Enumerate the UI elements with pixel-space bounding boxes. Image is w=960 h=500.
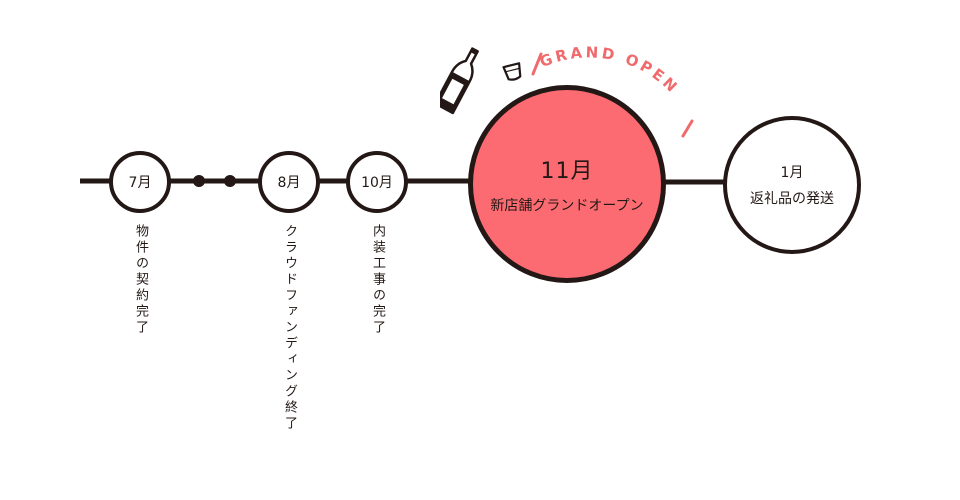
- milestone-november-label: 11月: [540, 159, 594, 184]
- grand-open-text: GRAND OPEN: [537, 43, 682, 97]
- banner-stroke-right: [681, 119, 694, 138]
- milestone-january-label: 1月: [780, 165, 804, 181]
- milestone-october-node: 10月: [346, 151, 408, 213]
- milestone-august-caption: クラウドファンディング終了: [282, 224, 297, 432]
- milestone-november-node: 11月 新店舗グランドオープン: [468, 85, 666, 283]
- milestone-january-description: 返礼品の発送: [750, 191, 834, 207]
- sake-cup-icon: [502, 62, 522, 81]
- milestone-july-label: 7月: [128, 175, 152, 191]
- milestone-july-node: 7月: [109, 151, 171, 213]
- timeline-dot: [193, 175, 205, 187]
- milestone-january-node: 1月 返礼品の発送: [723, 116, 861, 254]
- sake-bottle-icon: [440, 47, 479, 115]
- milestone-august-node: 8月: [258, 151, 320, 213]
- timeline-dot: [224, 175, 236, 187]
- grand-open-textpath: GRAND OPEN: [537, 43, 679, 97]
- milestone-october-label: 10月: [361, 175, 393, 191]
- milestone-october-caption: 内装工事の完了: [370, 224, 385, 336]
- milestone-august-label: 8月: [277, 175, 301, 191]
- milestone-july-caption: 物件の契約完了: [133, 224, 148, 336]
- banner-stroke-left: [531, 52, 543, 76]
- grand-open-banner: GRAND OPEN: [440, 43, 694, 138]
- milestone-november-description: 新店舗グランドオープン: [490, 198, 644, 214]
